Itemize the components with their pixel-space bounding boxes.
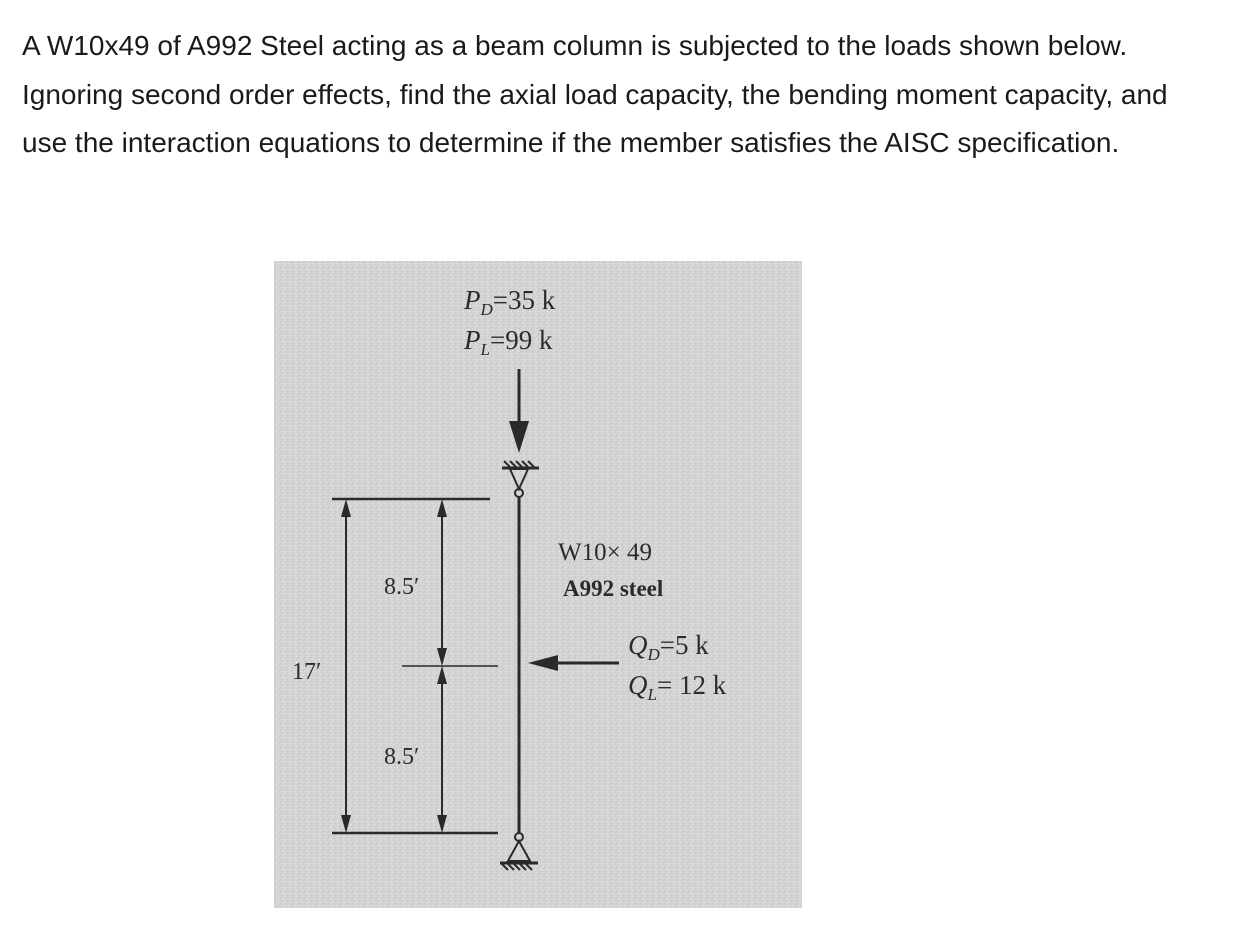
axial-dead-load-label: PD=35 k — [463, 285, 556, 319]
lower-segment-dimension — [437, 666, 447, 833]
figure-canvas: PD=35 k PL=99 k — [274, 261, 802, 908]
total-height-dimension — [341, 499, 351, 833]
problem-statement: A W10x49 of A992 Steel acting as a beam … — [22, 30, 1168, 158]
lateral-live-load-label: QL= 12 k — [628, 670, 727, 704]
figure-background — [274, 261, 802, 908]
lateral-load-arrow — [528, 655, 619, 671]
upper-segment-dimension — [437, 499, 447, 666]
bottom-pin-support — [500, 832, 538, 871]
total-height-label: 17′ — [292, 659, 321, 685]
member-section-label: W10× 49 — [558, 539, 652, 566]
member-material-label: A992 steel — [563, 576, 663, 601]
upper-segment-label: 8.5′ — [384, 574, 419, 600]
beam-column-figure: PD=35 k PL=99 k — [274, 261, 802, 908]
lateral-dead-load-label: QD=5 k — [628, 630, 709, 664]
lower-segment-label: 8.5′ — [384, 744, 419, 770]
axial-load-arrow — [509, 369, 529, 453]
axial-live-load-label: PL=99 k — [463, 325, 553, 359]
